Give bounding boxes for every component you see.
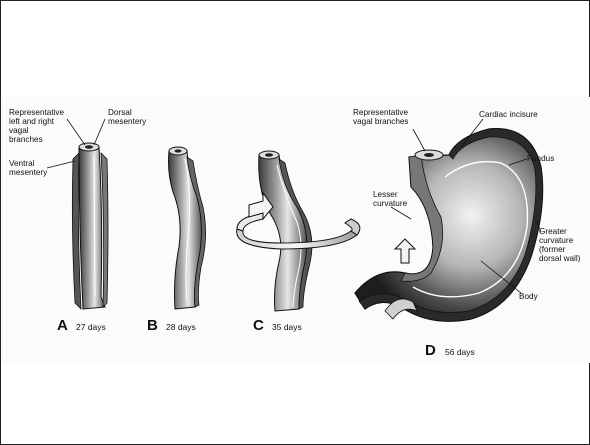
label-greater-1: Greater: [539, 227, 567, 236]
label-rep-vagal-lr-1: Representative: [9, 108, 65, 117]
label-ventral-1: Ventral: [9, 159, 35, 168]
figure-svg: Representative left and right vagal bran…: [1, 97, 590, 363]
label-lesser-2: curvature: [373, 199, 408, 208]
label-lesser-1: Lesser: [373, 190, 398, 199]
label-rep-vagal-1: Representative: [353, 108, 409, 117]
stage-c-letter: C: [253, 317, 264, 334]
stage-captions: A 27 days B 28 days C 35 days D 56 days: [57, 317, 475, 359]
label-rep-vagal-lr-4: branches: [9, 135, 43, 144]
label-greater-3: (former: [539, 245, 566, 254]
label-cardiac-incisure: Cardiac incisure: [479, 110, 538, 119]
stage-c-days: 35 days: [272, 322, 302, 332]
label-dorsal-1: Dorsal: [108, 108, 132, 117]
stage-b-days: 28 days: [166, 322, 196, 332]
label-body: Body: [519, 292, 539, 301]
label-rep-vagal-lr-2: left and right: [9, 117, 55, 126]
label-greater-2: curvature: [539, 236, 574, 245]
stage-d-stomach: [355, 129, 543, 322]
label-fundus: Fundus: [527, 154, 554, 163]
label-greater-4: dorsal wall): [539, 254, 581, 263]
stage-a-days: 27 days: [76, 322, 106, 332]
stage-c-tube: [259, 151, 312, 311]
label-ventral-2: mesentery: [9, 168, 48, 177]
label-rep-vagal-lr-3: vagal: [9, 126, 29, 135]
stage-a-tube: [72, 143, 108, 309]
stomach-development-figure: Representative left and right vagal bran…: [1, 97, 590, 363]
stage-a-letter: A: [57, 317, 68, 334]
stage-b-letter: B: [147, 317, 158, 334]
stage-d-days: 56 days: [445, 347, 475, 357]
stage-d-letter: D: [425, 342, 436, 359]
label-rep-vagal-2: vagal branches: [353, 117, 409, 126]
stage-b-tube: [169, 147, 206, 309]
label-dorsal-2: mesentery: [108, 117, 147, 126]
